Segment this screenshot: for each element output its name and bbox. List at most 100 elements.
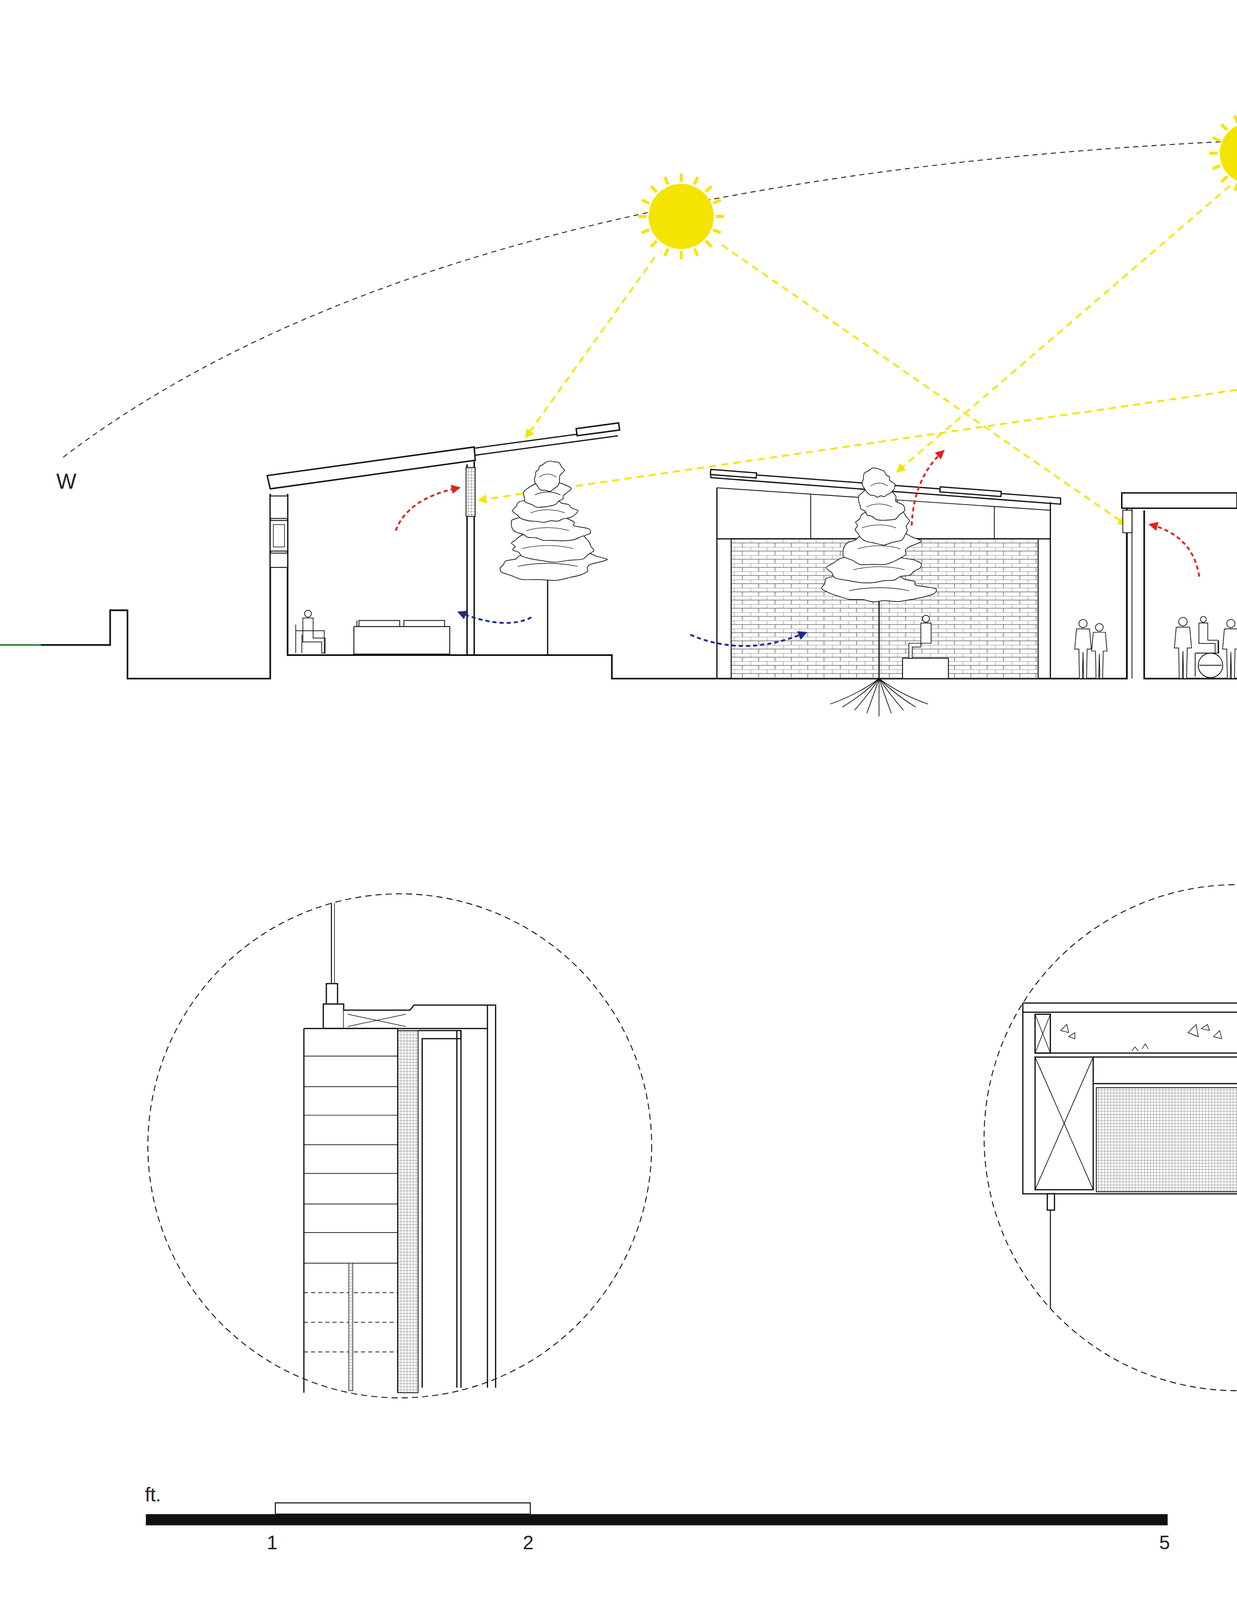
sun-symbol [713, 229, 721, 233]
ground-line [0, 644, 41, 646]
ground-line [40, 493, 271, 679]
sun-symbol [650, 186, 657, 192]
person-figure [1222, 628, 1237, 679]
detail-roof [1035, 1056, 1094, 1190]
detail-wall [348, 1262, 353, 1391]
detail-roof [1060, 1023, 1222, 1051]
building-right [1121, 492, 1237, 679]
detail-wall [456, 1004, 496, 1387]
detail-wall [347, 1013, 406, 1026]
person-figure [304, 609, 312, 617]
detail-wall [397, 1030, 418, 1393]
air-flow [1150, 524, 1200, 577]
person-figure [1198, 616, 1219, 653]
tree [862, 524, 897, 528]
scale-bar [145, 1502, 1168, 1525]
sun-symbol [664, 176, 668, 185]
person-figure [1074, 618, 1092, 678]
sun-symbol [679, 251, 683, 260]
air-flow [395, 450, 1200, 646]
tree [854, 678, 880, 710]
tree [878, 678, 904, 710]
pavilion [939, 486, 1002, 497]
detail-roof [1050, 1209, 1051, 1308]
tree [821, 467, 937, 717]
detail-wall [303, 1028, 398, 1393]
sun-path [63, 141, 1237, 458]
tree [530, 509, 565, 513]
tree [517, 562, 578, 566]
detail-roof [984, 884, 1237, 1391]
person-figure [295, 609, 1237, 678]
detail-roof [1093, 1056, 1237, 1084]
person-figure [1095, 623, 1104, 632]
person-figure [922, 615, 930, 622]
scale-number: 5 [1159, 1532, 1170, 1552]
sun-symbol [638, 173, 724, 259]
building-house [356, 620, 358, 627]
tree [534, 460, 565, 492]
ground-line [287, 493, 1127, 679]
sun-symbol [1219, 122, 1237, 185]
scale-bar [145, 1513, 1168, 1525]
scale-number: 2 [522, 1532, 534, 1552]
sun-symbol [1212, 137, 1221, 141]
sun-symbol [1209, 151, 1218, 155]
person-figure [1078, 618, 1088, 628]
detail-wall [326, 983, 338, 1004]
building-house [359, 620, 445, 627]
sun-symbol [705, 241, 712, 247]
air-flow [690, 632, 806, 646]
sun-ray [479, 185, 1237, 525]
building-house [474, 435, 618, 456]
tree [526, 527, 570, 531]
tree [539, 474, 557, 477]
unit-label: ft. [144, 1484, 161, 1504]
detail-roof [1047, 1193, 1055, 1210]
tree [500, 460, 608, 655]
sun-symbol [716, 215, 725, 218]
pavilion [710, 469, 757, 478]
sun-symbol [641, 200, 650, 203]
tree [878, 678, 879, 717]
detail-wall [323, 1003, 344, 1029]
tree [848, 587, 909, 591]
air-flow [459, 612, 532, 623]
detail-wall [343, 1004, 488, 1029]
tree [866, 503, 892, 507]
building-house [270, 520, 288, 551]
building-right [1131, 507, 1133, 678]
person-figure [1198, 622, 1219, 653]
scale-number: 1 [266, 1532, 278, 1552]
detail-roof [984, 884, 1237, 1391]
detail-wall [417, 1030, 461, 1388]
detail-roof [1060, 1023, 1222, 1051]
person-figure [1074, 628, 1092, 679]
building-house [273, 524, 285, 547]
sun-symbol [648, 183, 714, 249]
sun-symbol [664, 248, 668, 257]
person-figure [908, 615, 932, 659]
person-figure [302, 617, 326, 653]
sun-symbol [1212, 165, 1221, 169]
detail-wall [303, 1055, 398, 1263]
person-figure [1222, 618, 1237, 678]
sun-symbol [1221, 176, 1228, 183]
building-right [1122, 510, 1133, 533]
sun-symbol [638, 215, 647, 218]
ground-line [0, 493, 1237, 679]
sun-symbol [679, 173, 683, 182]
detail-roof [1035, 1013, 1051, 1053]
sun-symbol [650, 241, 657, 247]
pavilion [902, 658, 949, 679]
tree [866, 678, 879, 714]
tree [521, 545, 574, 548]
sun-symbol [713, 200, 721, 203]
tree [862, 467, 895, 498]
compass-label: W [56, 470, 77, 492]
sun-symbol [1234, 115, 1237, 124]
building-house [465, 467, 475, 517]
scale-bar [275, 1502, 531, 1514]
sun-symbol [1221, 124, 1228, 130]
